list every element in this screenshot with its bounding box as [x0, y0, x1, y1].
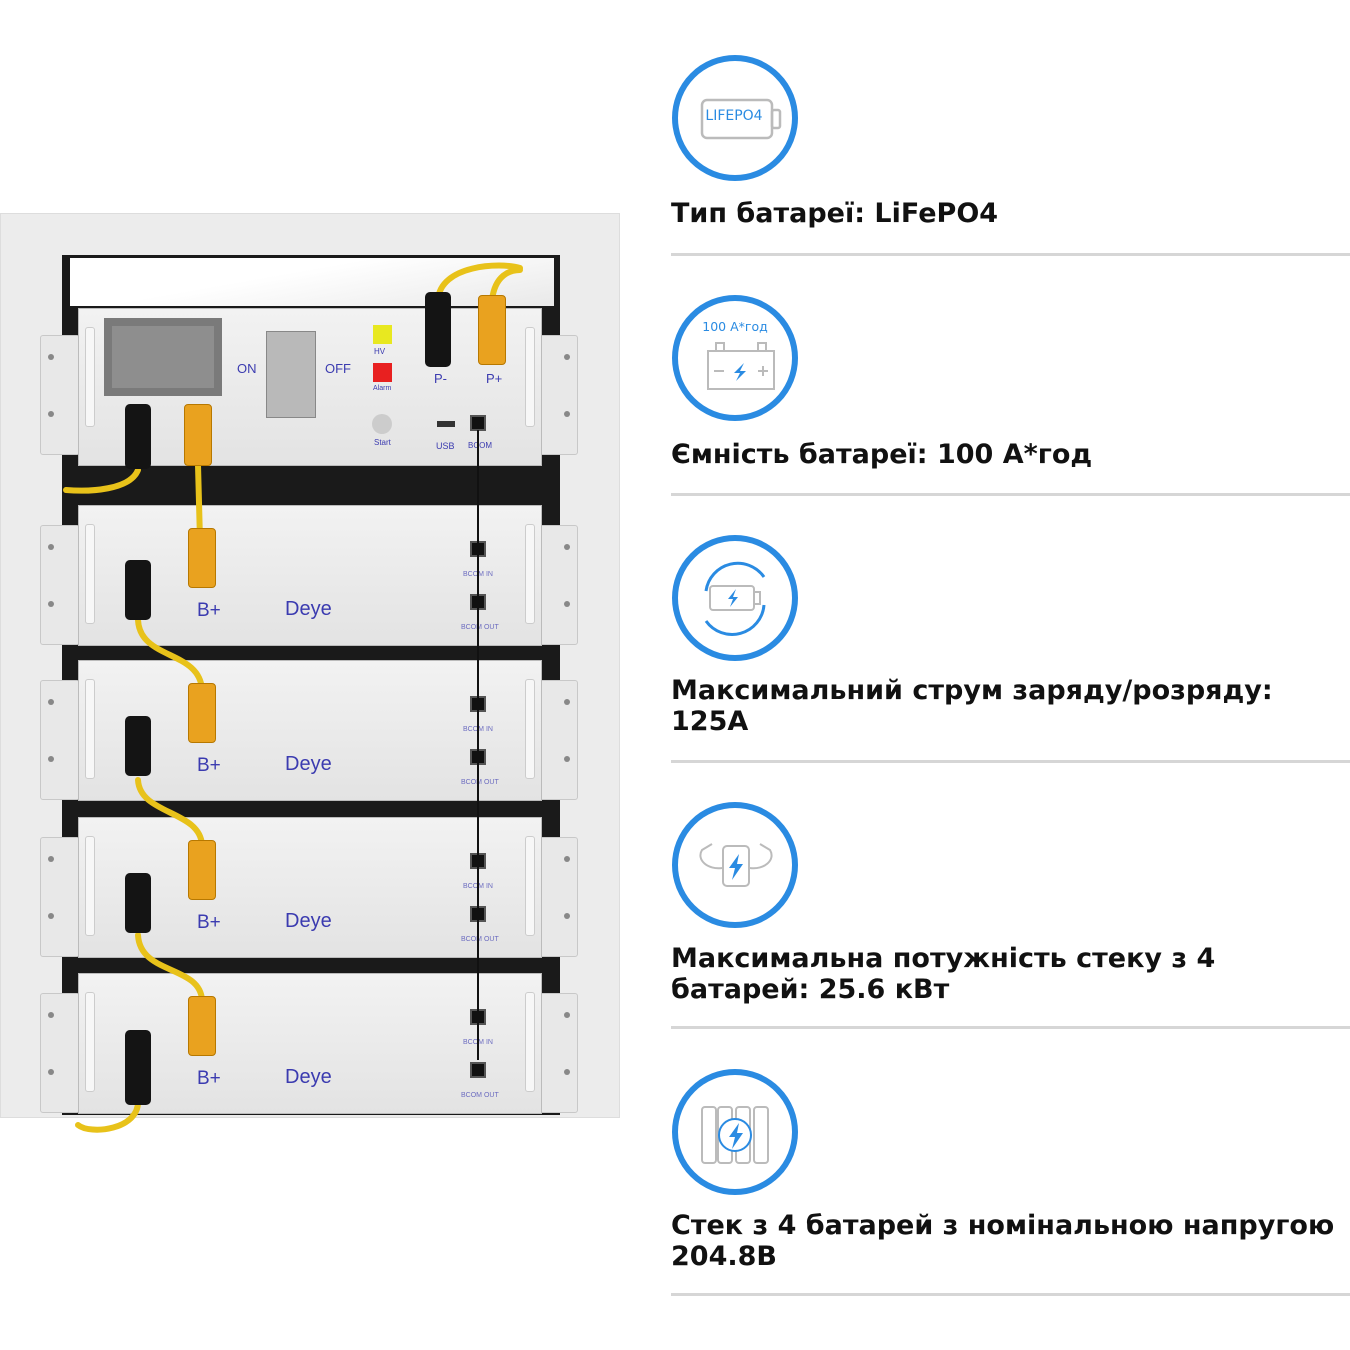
negative-connector: [125, 1030, 151, 1105]
positive-connector: [184, 404, 212, 466]
divider: [671, 760, 1350, 763]
positive-connector: [188, 683, 216, 743]
breaker-switch[interactable]: [266, 331, 316, 418]
bcom-out-label: BCOM OUT: [461, 936, 499, 943]
battery-module: B+ Deye BCOM IN BCOM OUT: [78, 817, 542, 958]
brand-label: Deye: [285, 1066, 332, 1088]
bcom-out-label: BCOM OUT: [461, 1092, 499, 1099]
mount-bracket: [538, 680, 578, 800]
on-label: ON: [237, 361, 257, 376]
negative-connector: [125, 716, 151, 776]
bcom-label: BCOM: [468, 441, 492, 450]
battery-module: B+ Deye BCOM IN BCOM OUT: [78, 505, 542, 646]
mount-bracket: [40, 837, 80, 957]
usb-port[interactable]: [437, 421, 455, 427]
divider: [671, 1026, 1350, 1029]
divider: [671, 253, 1350, 256]
off-label: OFF: [325, 361, 351, 376]
power-arms-icon: [672, 802, 798, 928]
divider: [671, 1293, 1350, 1296]
link-cable: [135, 932, 205, 1003]
alarm-label: Alarm: [373, 385, 392, 392]
hv-indicator: [373, 325, 392, 344]
positive-connector: [188, 840, 216, 900]
b-plus-label: B+: [197, 600, 221, 621]
p-plus-label: P+: [486, 371, 503, 386]
control-module: ON OFF HV Alarm Start USB BCOM P- P+: [78, 308, 542, 466]
brand-label: Deye: [285, 598, 332, 620]
mount-bracket: [538, 335, 578, 455]
bcom-out-label: BCOM OUT: [461, 779, 499, 786]
divider: [671, 493, 1350, 496]
start-label: Start: [374, 438, 391, 447]
lifepo4-battery-icon: LIFEPO4: [672, 55, 798, 181]
positive-connector: [188, 996, 216, 1056]
lcd-screen: [104, 318, 222, 396]
cables: [63, 262, 523, 1133]
p-minus-connector: [425, 292, 451, 367]
battery-module: B+ Deye BCOM IN BCOM OUT: [78, 660, 542, 801]
link-cable: [135, 617, 205, 693]
brand-label: Deye: [285, 753, 332, 775]
alarm-indicator: [373, 363, 392, 382]
b-plus-label: B+: [197, 755, 221, 776]
power-cable: [489, 267, 523, 303]
bcom-out-label: BCOM OUT: [461, 624, 499, 631]
bcom-out-port[interactable]: [470, 1062, 486, 1078]
mount-bracket: [40, 525, 80, 645]
feature-text: Максимальна потужність стеку з 4 батарей…: [671, 943, 1216, 1005]
brand-label: Deye: [285, 910, 332, 932]
capacity-battery-icon: 100 А*год: [672, 295, 798, 421]
feature-text: Стек з 4 батарей з номінальною напругою …: [671, 1210, 1335, 1272]
negative-connector: [125, 873, 151, 933]
negative-connector: [125, 404, 151, 469]
usb-label: USB: [436, 441, 455, 451]
power-cable: [435, 262, 523, 303]
negative-connector: [125, 560, 151, 620]
power-cable: [75, 1097, 141, 1133]
positive-connector: [188, 528, 216, 588]
b-plus-label: B+: [197, 912, 221, 933]
start-button[interactable]: [372, 414, 392, 434]
p-plus-connector: [478, 295, 506, 365]
feature-text: Ємність батареї: 100 А*год: [671, 439, 1093, 470]
mount-bracket: [40, 680, 80, 800]
power-cable: [63, 467, 141, 494]
feature-text: Максимальний струм заряду/розряду: 125A: [671, 675, 1273, 737]
link-cable: [135, 777, 205, 848]
b-plus-label: B+: [197, 1068, 221, 1089]
p-minus-label: P-: [434, 371, 447, 386]
feature-text: Тип батареї: LiFePO4: [671, 198, 999, 229]
battery-stack-icon: [672, 1069, 798, 1195]
hv-label: HV: [374, 347, 386, 356]
battery-module: B+ Deye BCOM IN BCOM OUT: [78, 973, 542, 1114]
charge-cycle-icon: [672, 535, 798, 661]
power-cable: [195, 462, 203, 543]
